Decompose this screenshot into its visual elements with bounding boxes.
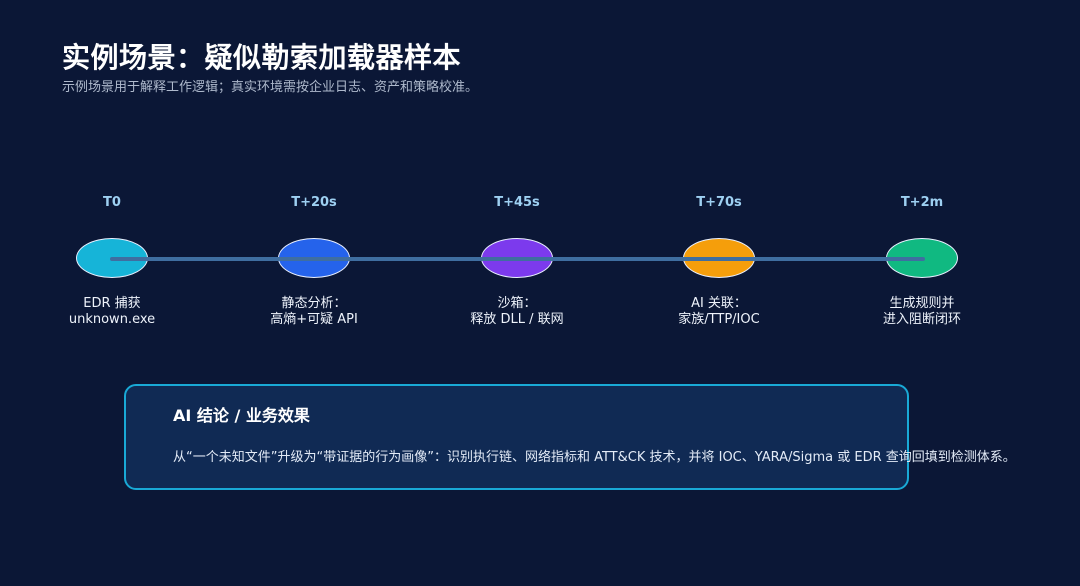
step-label: 沙箱： 释放 DLL / 联网 xyxy=(437,296,597,328)
step-time: T+20s xyxy=(291,195,337,210)
step-label: EDR 捕获 unknown.exe xyxy=(32,296,192,328)
step-label-line2: 家族/TTP/IOC xyxy=(678,312,760,327)
step-label-line2: 进入阻断闭环 xyxy=(882,312,961,327)
step-label-line1: AI 关联： xyxy=(691,296,747,311)
page-title: 实例场景：疑似勒索加载器样本 xyxy=(62,41,462,74)
step-label-line2: 高熵+可疑 API xyxy=(270,312,358,327)
timeline-connector-line xyxy=(110,257,925,261)
step-label: AI 关联： 家族/TTP/IOC xyxy=(639,296,799,328)
step-label-line2: 释放 DLL / 联网 xyxy=(470,312,564,327)
page-subtitle: 示例场景用于解释工作逻辑；真实环境需按企业日志、资产和策略校准。 xyxy=(62,80,479,95)
step-label-line1: 静态分析： xyxy=(281,296,347,311)
conclusion-title: AI 结论 / 业务效果 xyxy=(173,406,310,425)
step-label: 静态分析： 高熵+可疑 API xyxy=(234,296,394,328)
conclusion-card xyxy=(124,384,909,490)
step-label-line1: EDR 捕获 xyxy=(83,296,141,311)
conclusion-body: 从“一个未知文件”升级为“带证据的行为画像”：识别执行链、网络指标和 ATT&C… xyxy=(173,450,1016,465)
step-time: T+45s xyxy=(494,195,540,210)
step-time: T+70s xyxy=(696,195,742,210)
step-time: T+2m xyxy=(900,195,944,210)
step-label: 生成规则并 进入阻断闭环 xyxy=(842,296,1002,328)
step-label-line2: unknown.exe xyxy=(68,312,156,327)
step-time: T0 xyxy=(103,195,121,210)
step-label-line1: 沙箱： xyxy=(497,296,537,311)
timeline: T0 EDR 捕获 unknown.exe T+20s 静态分析： 高熵+可疑 … xyxy=(32,195,1002,328)
step-label-line1: 生成规则并 xyxy=(889,296,955,311)
